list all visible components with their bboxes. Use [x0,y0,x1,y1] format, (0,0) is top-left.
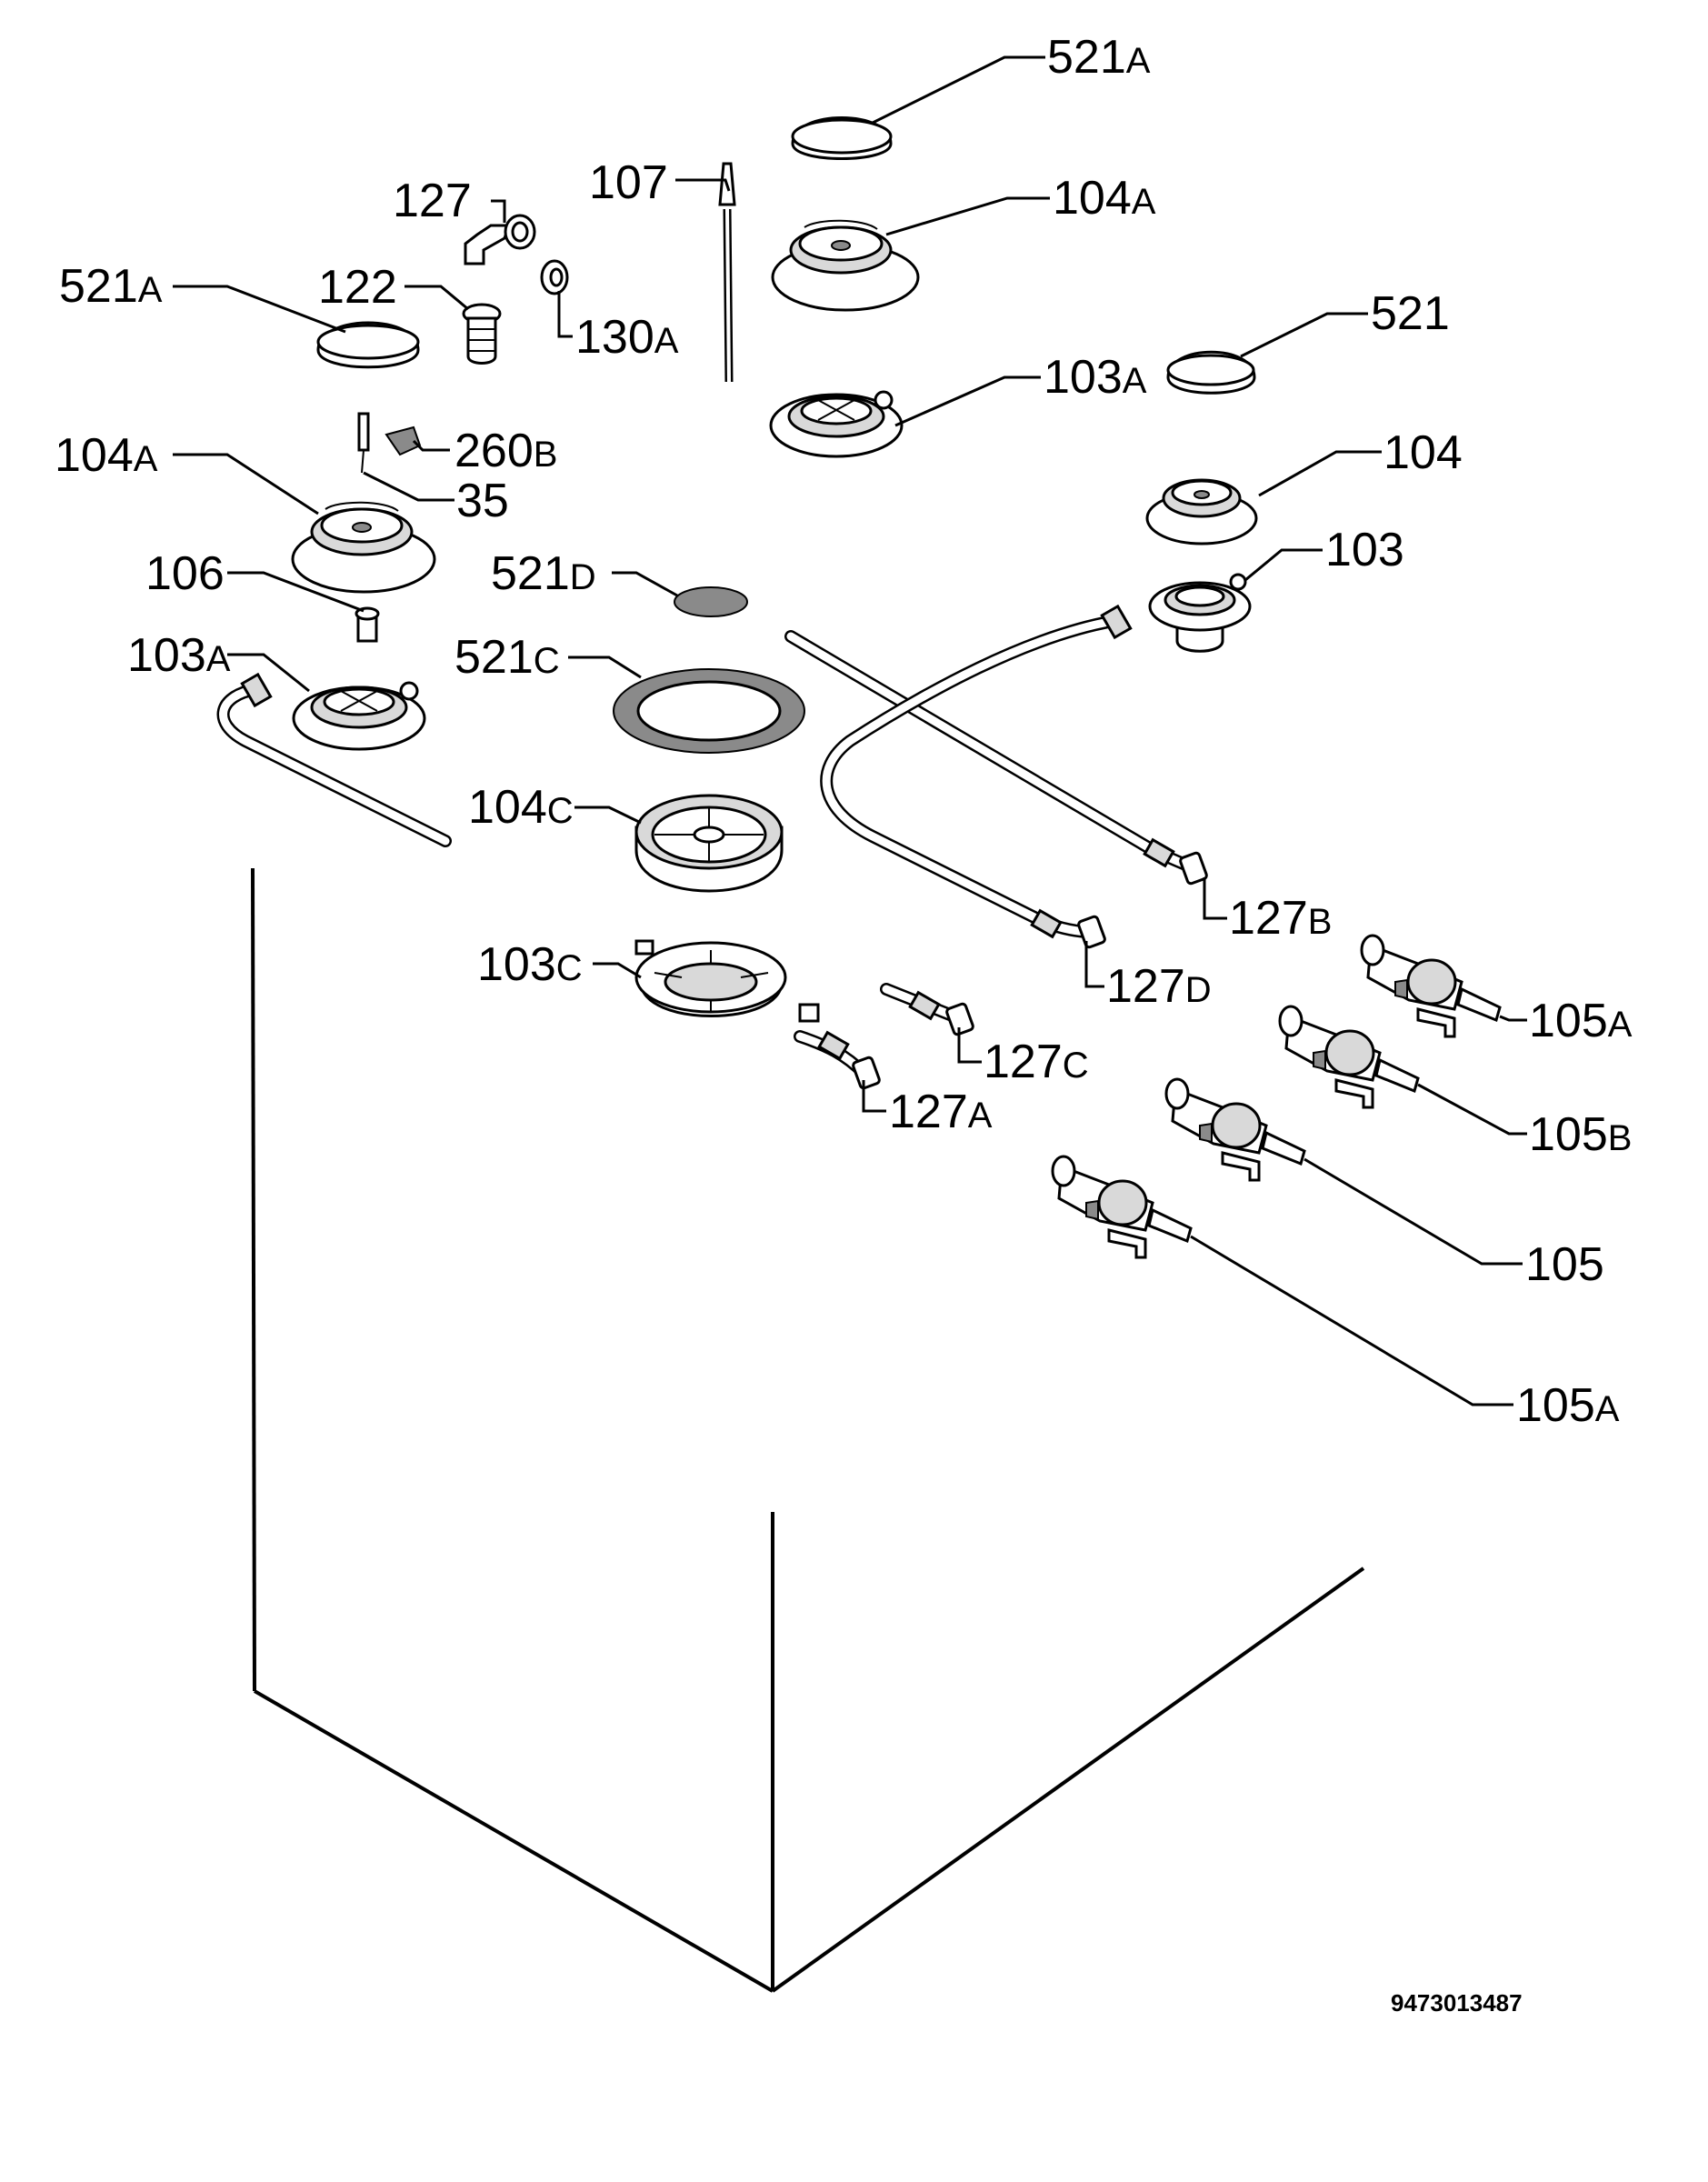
valve-122 [462,303,502,365]
pipe-fittings [240,604,1208,1090]
elbow-127 [464,214,536,265]
burner-crown-104a-left [291,501,436,594]
label-105a-bottom: 105A [1516,1379,1620,1432]
label-104: 104 [1383,426,1463,479]
label-260b: 260B [454,425,557,477]
label-127a: 127A [889,1086,993,1138]
label-103c: 103C [477,938,583,991]
document-number: 9473013487 [1391,1989,1523,2017]
label-130a: 130A [575,311,679,364]
label-122: 122 [318,261,397,314]
label-107: 107 [589,156,668,209]
leader-lines [173,55,1527,1406]
burner-crown-104c [634,794,784,893]
label-521d: 521D [491,547,596,600]
label-105b: 105B [1529,1108,1632,1161]
thermocouple-107 [718,162,736,383]
label-127c: 127C [984,1036,1089,1088]
cap-521a-top [791,116,893,160]
burner-body-103 [1148,573,1252,653]
nut-130a [540,259,569,295]
label-103a-top: 103A [1044,351,1147,404]
label-521a-top: 521A [1047,31,1151,84]
label-105a-top: 105A [1529,995,1633,1047]
label-127: 127 [393,175,472,227]
burner-body-103a-top [769,390,904,458]
label-35: 35 [456,475,509,527]
burner-crown-104 [1145,478,1258,546]
label-104a-left: 104A [55,429,158,482]
gas-valve-105a-top [1360,934,1502,1038]
burner-body-103a-left [292,681,426,751]
label-103: 103 [1325,524,1404,576]
label-127b: 127B [1229,892,1332,945]
burner-body-103c [634,939,820,1023]
cap-521 [1166,350,1256,395]
gas-valve-105a-bottom [1051,1155,1193,1259]
gas-valve-105 [1164,1077,1306,1182]
label-104c: 104C [468,781,574,834]
cap-521a-left [316,321,420,369]
label-127d: 127D [1106,960,1212,1013]
label-105: 105 [1525,1238,1604,1291]
burner-crown-104a-top [771,219,920,312]
ring-521c [613,668,805,754]
label-521c: 521C [454,631,560,684]
label-103a-left: 103A [127,629,231,682]
cabinet-outline [251,867,1365,1993]
mesh-521d [674,586,748,617]
label-521: 521 [1371,287,1450,340]
electrode-35 [357,412,370,474]
injector-106 [355,606,380,643]
label-106: 106 [145,547,225,600]
label-104a-top: 104A [1053,172,1156,225]
gas-valve-105b [1278,1005,1420,1109]
label-521a-left: 521A [59,260,163,313]
part-labels: 521A 104A 107 127 122 130A 521A 521 103A… [55,31,1633,1432]
